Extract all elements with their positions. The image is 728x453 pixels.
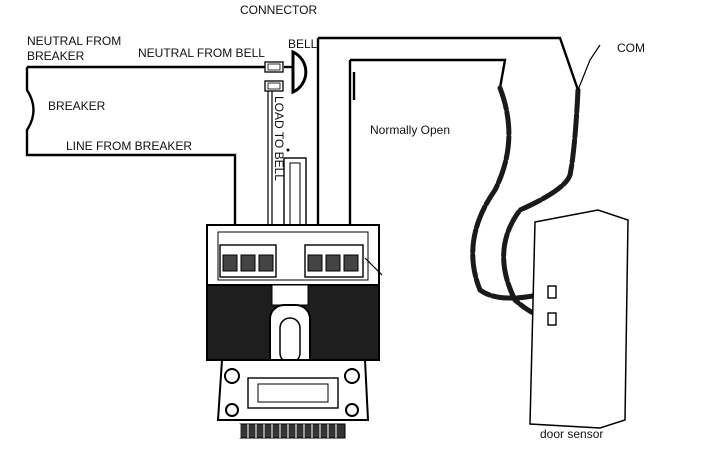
bell-to-relay-wiring bbox=[284, 36, 580, 245]
bell-symbol bbox=[291, 49, 308, 95]
load-to-bell-label: LOAD TO BELL bbox=[272, 96, 286, 181]
door-sensor bbox=[529, 209, 629, 429]
connector bbox=[264, 61, 284, 92]
neutral-from-bell-label: NEUTRAL FROM BELL bbox=[138, 46, 265, 60]
neutral-from-breaker-label-2: BREAKER bbox=[27, 49, 85, 63]
door-sensor-label: door sensor bbox=[540, 427, 603, 441]
line-from-breaker-label: LINE FROM BREAKER bbox=[66, 139, 192, 153]
normally-open-label: Normally Open bbox=[370, 123, 450, 137]
neutral-from-breaker-label: NEUTRAL FROM bbox=[27, 34, 121, 48]
sensor-cable bbox=[470, 44, 601, 321]
breaker-wiring bbox=[25, 65, 280, 245]
connector-label: CONNECTOR bbox=[240, 3, 317, 17]
bell-label: BELL bbox=[288, 37, 318, 51]
relay-unit bbox=[206, 148, 383, 439]
terminal-block-left bbox=[219, 244, 277, 278]
com-label: COM bbox=[617, 41, 645, 55]
terminal-block-right bbox=[304, 244, 364, 278]
breaker-label: BREAKER bbox=[48, 99, 106, 113]
